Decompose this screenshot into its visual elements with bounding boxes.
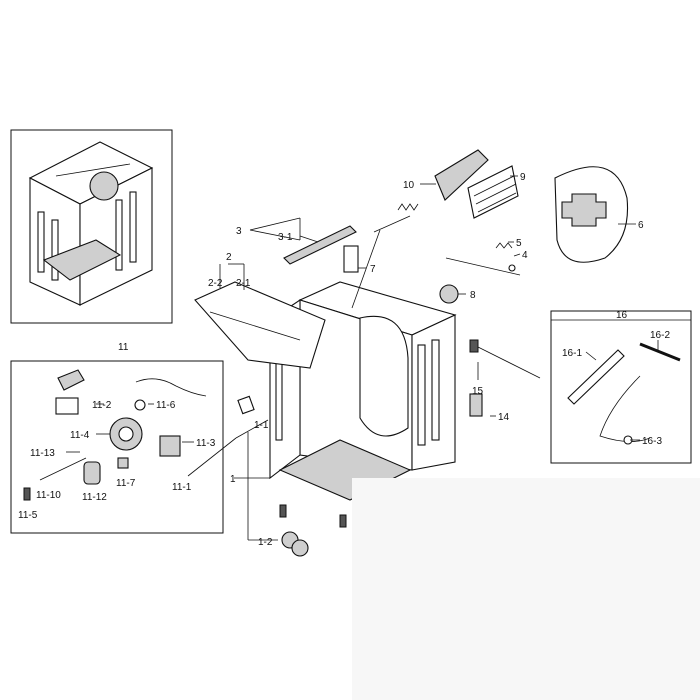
part-11-7-clip [117, 457, 129, 469]
label-2-2: 2-2 [208, 278, 223, 289]
label-11-3: 11-3 [196, 438, 216, 449]
part-14-foot [469, 393, 483, 417]
inset-pump-assembly [89, 171, 119, 201]
label-3-1: 3-1 [278, 232, 293, 243]
part-11-cover-top [57, 369, 85, 391]
label-9: 9 [520, 172, 526, 183]
inset-base-frame [42, 239, 122, 281]
top-frame-ridge [209, 311, 301, 341]
label-11-7: 11-7 [116, 478, 136, 489]
part-8-grommet [439, 284, 459, 304]
label-1-1: 1-1 [254, 420, 269, 431]
part-5-spring [495, 242, 513, 249]
faded-region [352, 478, 700, 700]
part-6-cross-emblem [561, 193, 607, 227]
inset-left-slot-b [51, 219, 59, 281]
part-11-wire-harness [135, 378, 207, 397]
filter-assembly [434, 149, 519, 219]
leader-lines [66, 175, 659, 541]
label-11-2: 11-2 [92, 400, 112, 411]
inset-cross-brace [55, 163, 131, 177]
assembled-cabinet-inset [10, 129, 173, 324]
inset-frame [10, 129, 173, 324]
label-11-12: 11-12 [82, 492, 107, 503]
foot-bolt-a [279, 504, 287, 518]
right-slot-b [431, 339, 440, 441]
label-11-13: 11-13 [30, 448, 55, 459]
spring-upper [397, 203, 419, 211]
foot-bolt-b [339, 514, 347, 528]
label-11: 11 [118, 342, 129, 353]
label-1-2: 1-2 [258, 537, 273, 548]
part-7-sensor [343, 245, 359, 273]
label-7: 7 [370, 264, 376, 275]
label-11-6: 11-6 [156, 400, 176, 411]
part-1-2-foot-b [291, 539, 309, 557]
part-4-clip [508, 264, 516, 272]
top-frame-body [194, 281, 326, 369]
label-2-1: 2-1 [236, 278, 251, 289]
part-16-1-bracket [567, 349, 625, 405]
label-15: 15 [472, 386, 484, 397]
label-10: 10 [403, 180, 415, 191]
label-4: 4 [522, 250, 528, 261]
kit-16-frame [550, 310, 692, 464]
right-slot-a [417, 344, 426, 446]
part-labels: 3 3-1 2 2-2 2-1 7 8 10 9 6 5 4 11 16 1-1… [18, 172, 670, 548]
label-16: 16 [616, 310, 628, 321]
label-2: 2 [226, 252, 232, 263]
part-15-rod [473, 344, 541, 379]
part-16-2-strip [639, 342, 681, 362]
kit-box-11 [10, 360, 224, 534]
main-cabinet [269, 245, 459, 501]
part-11-13-rod [39, 457, 87, 481]
part-10-housing [434, 149, 489, 201]
part-11-12-filter [83, 461, 101, 485]
part-11-2-valve [55, 397, 79, 415]
label-11-4: 11-4 [70, 430, 90, 441]
part-1-1-bracket [237, 395, 255, 415]
label-11-1: 11-1 [172, 482, 192, 493]
inset-left-slot-a [37, 211, 45, 273]
label-5: 5 [516, 238, 522, 249]
part-11-6-ring [134, 399, 146, 411]
part-15-head [469, 339, 479, 353]
label-1: 1 [230, 474, 236, 485]
label-6: 6 [638, 220, 644, 231]
label-8: 8 [470, 290, 476, 301]
part-11-3-motor [159, 435, 181, 457]
inset-right-slot-a [129, 191, 137, 263]
label-16-1: 16-1 [562, 348, 582, 359]
part-9-filter [467, 165, 519, 219]
part-6-rear-cover [554, 166, 629, 263]
part-11-5-screw [23, 487, 31, 501]
part-3-1-bar [283, 225, 357, 265]
label-3: 3 [236, 226, 242, 237]
part-9-mesh [473, 175, 517, 213]
part-16-3-cord [599, 375, 651, 442]
part-11-4-pump-inlet [118, 426, 134, 442]
cabinet-door-seal [359, 315, 409, 437]
inset-right-slot-b [115, 199, 123, 271]
top-frame-assembly [194, 281, 326, 415]
label-16-3: 16-3 [642, 436, 662, 447]
label-11-10: 11-10 [36, 490, 61, 501]
label-16-2: 16-2 [650, 330, 670, 341]
label-11-5: 11-5 [18, 510, 38, 521]
kit-box-16 [550, 310, 692, 464]
label-14: 14 [498, 412, 510, 423]
